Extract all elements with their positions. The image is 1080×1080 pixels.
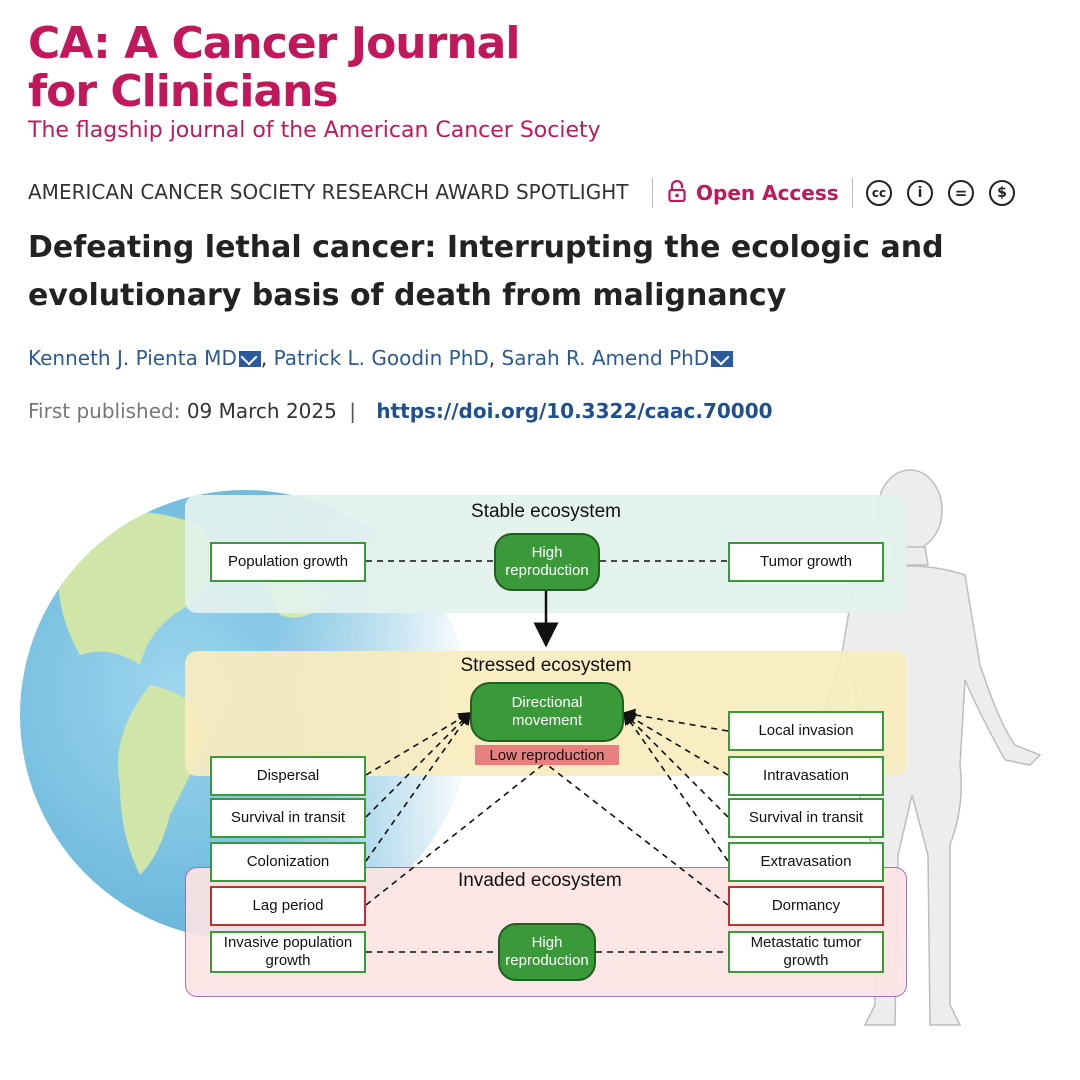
nd-icon[interactable]: = <box>948 180 974 206</box>
author-link[interactable]: Sarah R. Amend PhD <box>501 346 710 370</box>
invaded-ecosystem-label: Invaded ecosystem <box>458 870 622 891</box>
author-list: Kenneth J. Pienta MD, Patrick L. Goodin … <box>28 346 734 370</box>
lock-icon <box>668 179 686 203</box>
article-title-line2: evolutionary basis of death from maligna… <box>28 278 787 313</box>
cc-icon[interactable]: cc <box>866 180 892 206</box>
mail-icon[interactable] <box>238 351 261 367</box>
published-date: 09 March 2025 <box>186 399 337 423</box>
colonization-box: Colonization <box>210 842 366 882</box>
tumor-growth-box: Tumor growth <box>728 542 884 582</box>
survival-in-transit-left-box: Survival in transit <box>210 798 366 838</box>
divider <box>652 178 653 208</box>
published-label: First published: <box>28 399 181 423</box>
publication-info: First published: 09 March 2025 | https:/… <box>28 399 773 423</box>
connector-lines <box>365 560 729 953</box>
author-link[interactable]: Kenneth J. Pienta MD <box>28 346 237 370</box>
open-access-label[interactable]: Open Access <box>696 181 839 205</box>
section-label: AMERICAN CANCER SOCIETY RESEARCH AWARD S… <box>28 180 629 204</box>
figure: Stable ecosystem Stressed ecosystem Inva… <box>0 455 1080 1080</box>
article-title-line1: Defeating lethal cancer: Interrupting th… <box>28 230 944 265</box>
population-growth-box: Population growth <box>210 542 366 582</box>
local-invasion-box: Local invasion <box>728 711 884 751</box>
separator: | <box>349 399 356 423</box>
low-reproduction-label: Low reproduction <box>475 745 619 765</box>
journal-tagline: The flagship journal of the American Can… <box>28 118 601 143</box>
author-link[interactable]: Patrick L. Goodin PhD <box>273 346 489 370</box>
extravasation-box: Extravasation <box>728 842 884 882</box>
mail-icon[interactable] <box>711 351 734 367</box>
high-reproduction-invaded: High reproduction <box>498 923 596 981</box>
doi-link[interactable]: https://doi.org/10.3322/caac.70000 <box>376 399 773 423</box>
dispersal-box: Dispersal <box>210 756 366 796</box>
lag-period-box: Lag period <box>210 886 366 926</box>
directional-movement-pill: Directional movement <box>470 682 624 742</box>
journal-title-line1[interactable]: CA: A Cancer Journal <box>28 18 520 69</box>
invasive-population-growth-box: Invasive population growth <box>210 931 366 973</box>
by-icon[interactable]: i <box>907 180 933 206</box>
stable-ecosystem-label: Stable ecosystem <box>471 501 621 522</box>
nc-icon[interactable]: $ <box>989 180 1015 206</box>
stressed-ecosystem-label: Stressed ecosystem <box>460 655 632 676</box>
dormancy-box: Dormancy <box>728 886 884 926</box>
journal-title-line2[interactable]: for Clinicians <box>28 66 339 117</box>
intravasation-box: Intravasation <box>728 756 884 796</box>
high-reproduction-stable: High reproduction <box>494 533 600 591</box>
divider <box>852 178 853 208</box>
metastatic-tumor-growth-box: Metastatic tumor growth <box>728 931 884 973</box>
survival-in-transit-right-box: Survival in transit <box>728 798 884 838</box>
